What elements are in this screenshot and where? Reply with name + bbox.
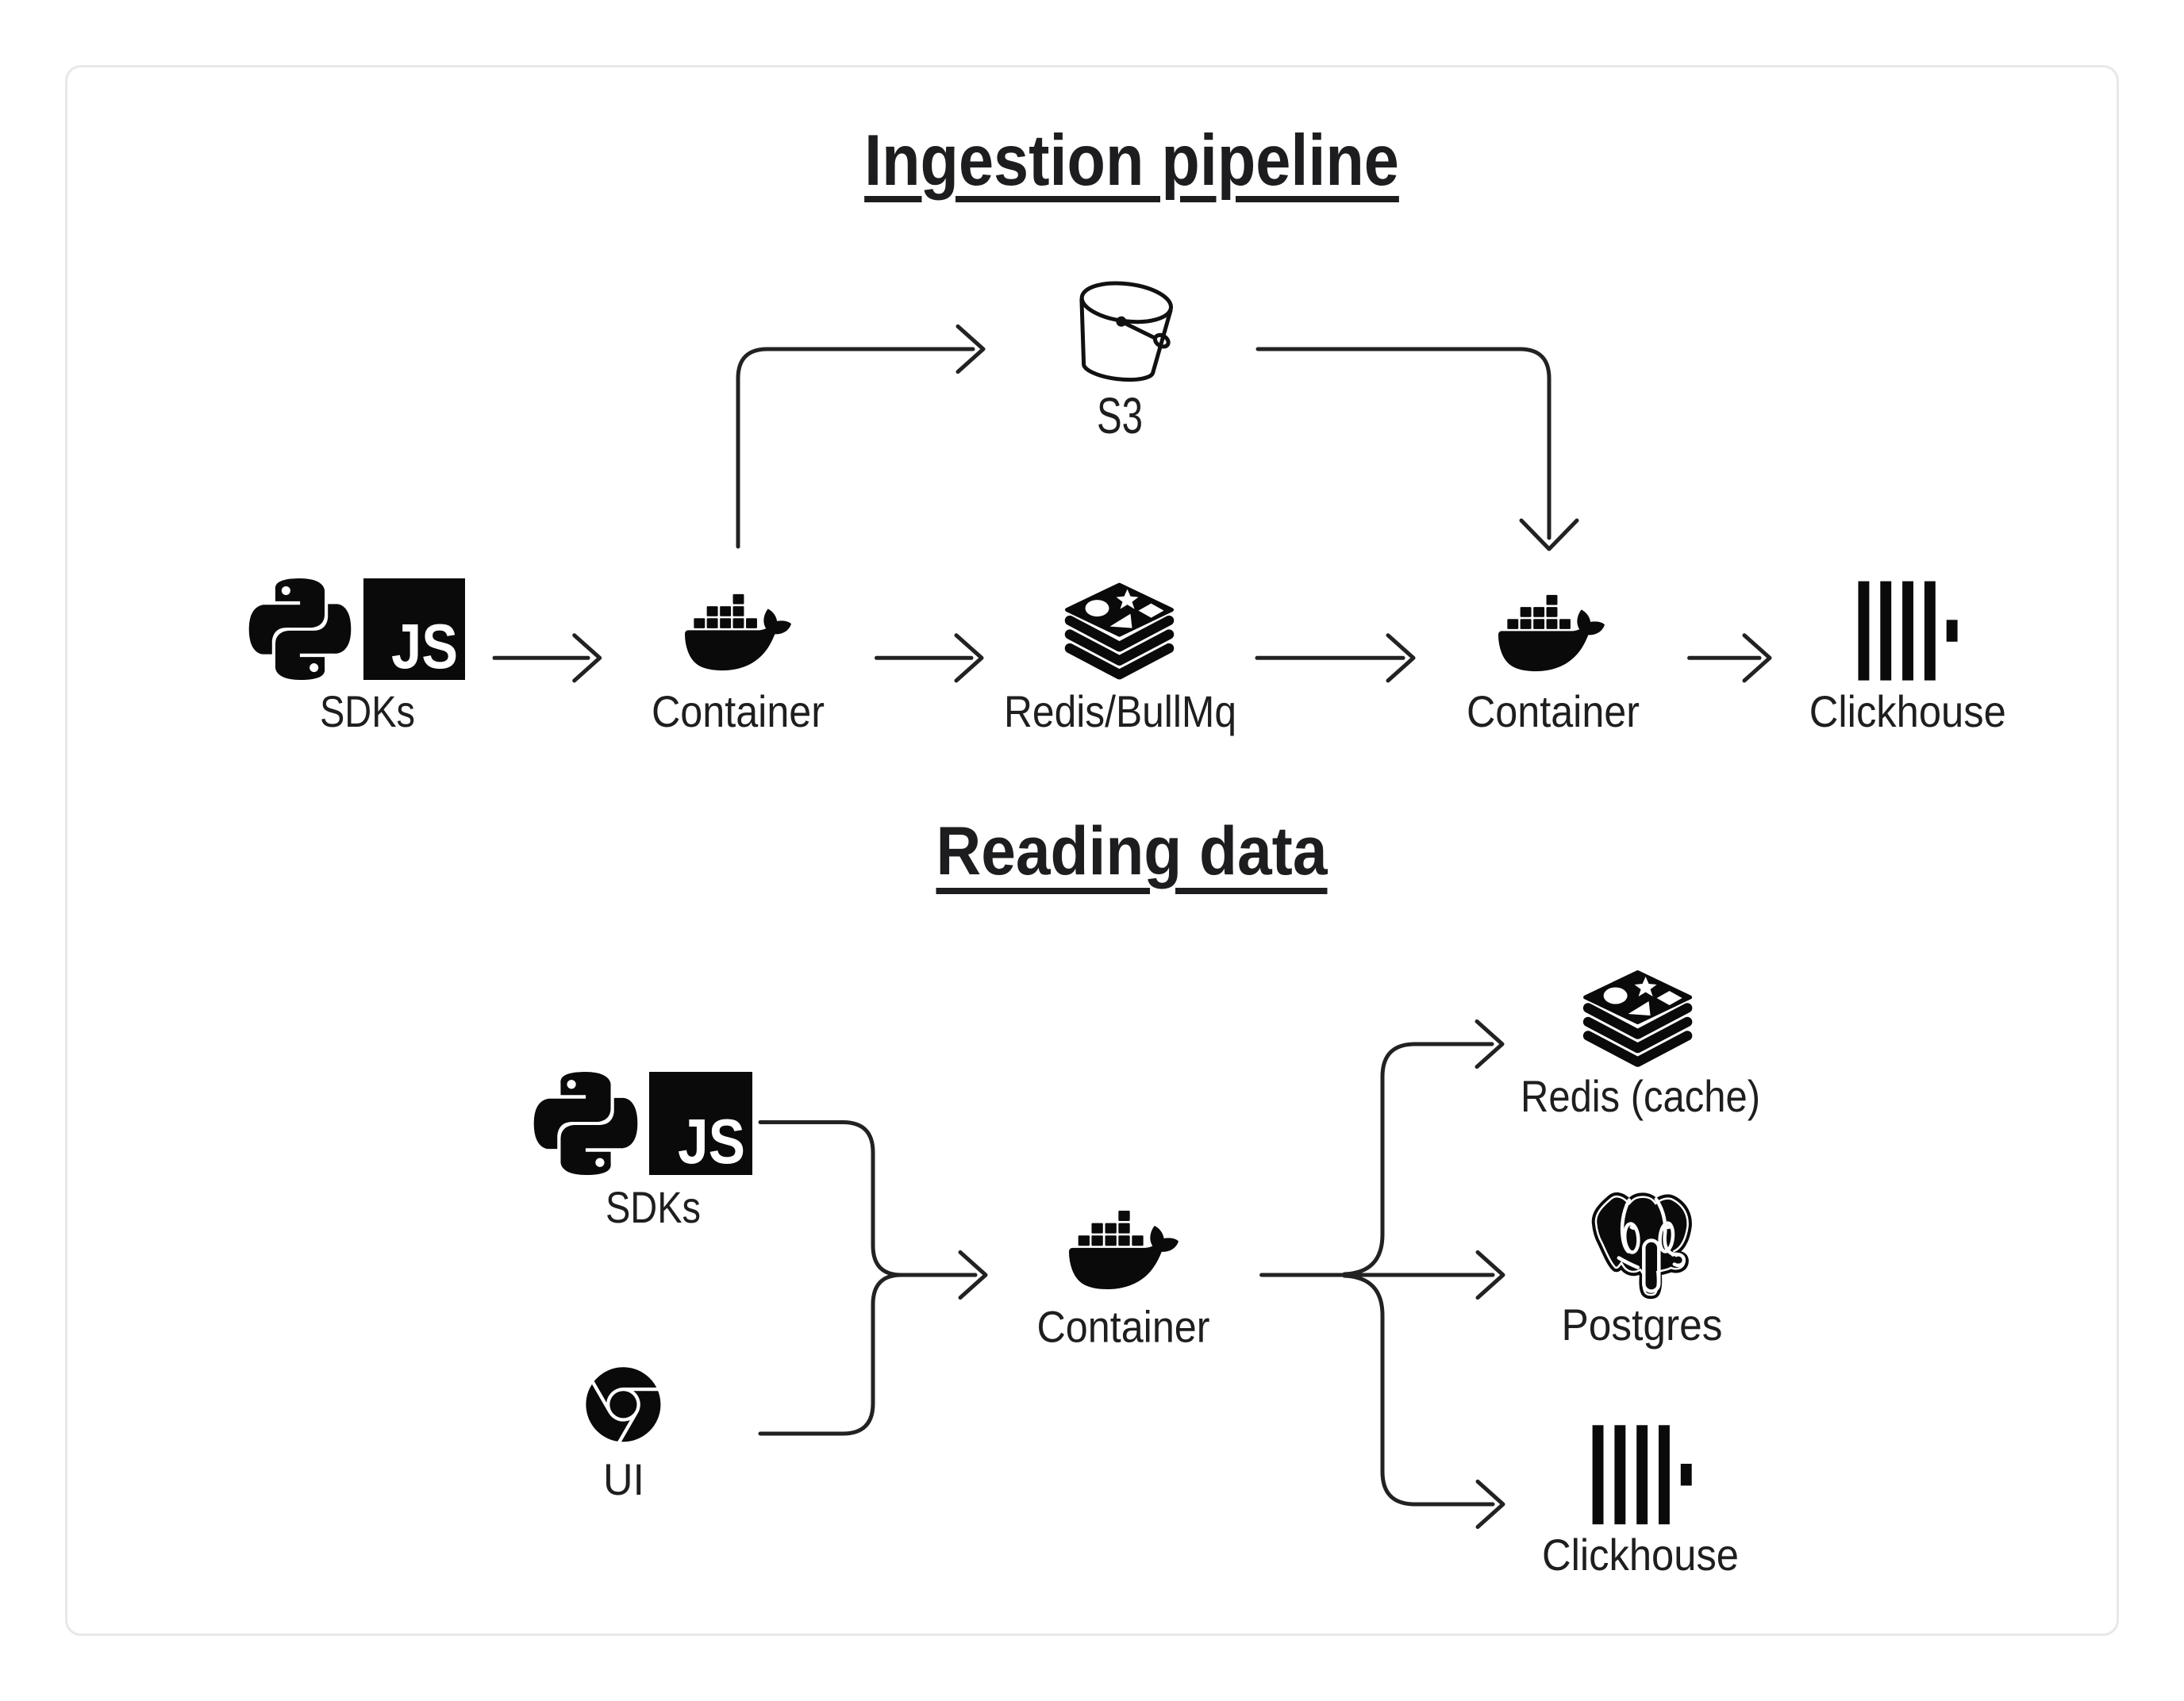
svg-text:JS: JS	[391, 611, 458, 682]
svg-text:Redis/BullMq: Redis/BullMq	[1004, 686, 1236, 736]
svg-text:Clickhouse: Clickhouse	[1809, 686, 2006, 736]
svg-text:UI: UI	[603, 1454, 644, 1504]
svg-text:Postgres: Postgres	[1562, 1300, 1723, 1350]
svg-text:Container: Container	[1037, 1302, 1210, 1352]
svg-text:Container: Container	[652, 686, 825, 736]
svg-text:SDKs: SDKs	[320, 686, 415, 736]
svg-text:JS: JS	[678, 1106, 745, 1177]
svg-text:Clickhouse: Clickhouse	[1542, 1530, 1739, 1580]
svg-text:Redis (cache): Redis (cache)	[1521, 1071, 1760, 1121]
svg-text:Container: Container	[1467, 686, 1640, 736]
svg-text:S3: S3	[1097, 387, 1143, 444]
svg-text:SDKs: SDKs	[606, 1182, 701, 1232]
